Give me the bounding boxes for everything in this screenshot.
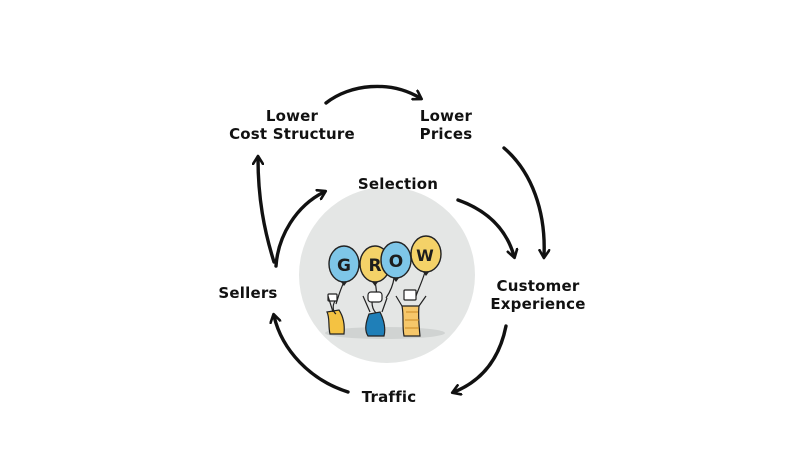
node-lower-prices-line2: Prices (419, 125, 473, 143)
node-traffic-label: Traffic (361, 388, 417, 406)
arrow-sellers-to-cost (258, 158, 276, 264)
figure-right (395, 289, 427, 337)
arrow-customer-to-traffic (454, 324, 508, 392)
balloon-g: G (328, 245, 360, 286)
cycle-arrows (258, 84, 544, 394)
node-traffic: Traffic (344, 388, 434, 406)
figure-middle (362, 291, 388, 337)
balloon-letter-r: R (368, 256, 381, 276)
balloon-letter-o: O (389, 252, 403, 272)
node-lower-cost-structure-line2: Cost Structure (229, 125, 355, 143)
balloon-o: O (380, 241, 412, 282)
arrow-cost-to-prices (324, 84, 420, 105)
arrow-selection-to-customer (456, 198, 514, 256)
arrow-traffic-to-sellers (274, 316, 350, 394)
figure-left (326, 293, 345, 335)
node-selection: Selection (348, 175, 448, 193)
node-customer-experience: Customer Experience (482, 277, 594, 313)
node-customer-experience-line1: Customer (496, 277, 580, 295)
node-lower-cost-structure-line1: Lower (265, 107, 319, 125)
node-selection-label: Selection (357, 175, 439, 193)
node-sellers-label: Sellers (218, 284, 278, 302)
node-lower-prices: Lower Prices (406, 107, 486, 143)
balloon-w: W (410, 235, 442, 276)
node-lower-cost-structure: Lower Cost Structure (222, 107, 362, 143)
arrow-prices-to-customer (502, 146, 544, 256)
node-customer-experience-line2: Experience (490, 295, 586, 313)
node-lower-prices-line1: Lower (419, 107, 473, 125)
arrow-sellers-to-selection (274, 192, 324, 268)
balloon-letter-w: W (416, 246, 434, 265)
node-sellers: Sellers (208, 284, 288, 302)
balloon-letter-g: G (337, 256, 351, 276)
